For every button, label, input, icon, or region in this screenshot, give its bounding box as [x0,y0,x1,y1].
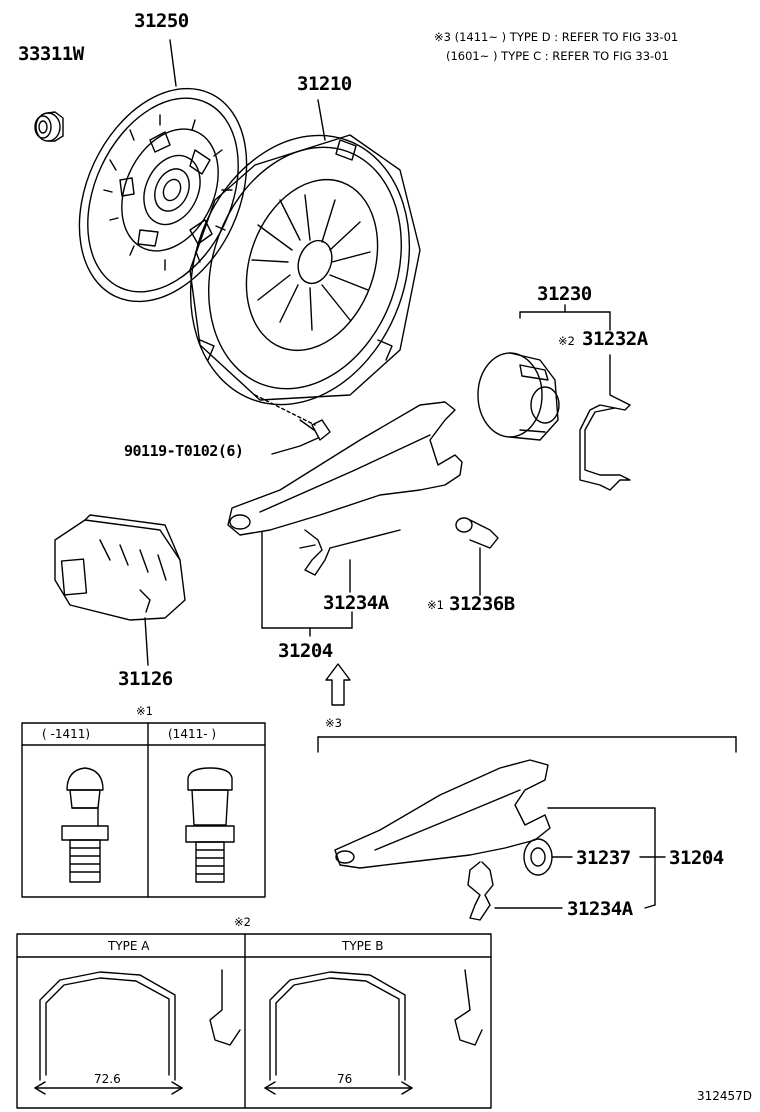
table1-col1-header: ( -1411) [42,727,91,741]
part-label-31204: 31204 [278,640,333,662]
clutch-disc-drawing [78,39,248,303]
part-label-31232a: 31232A [582,328,648,350]
part-label-31230: 31230 [537,283,592,305]
ref-mark-2: ※2 [234,915,251,929]
type-a-dimension: 72.6 [94,1072,121,1086]
type-d-note: ※3 (1411~ ) TYPE D : REFER TO FIG 33-01 [434,30,679,44]
table2-col1-header: TYPE A [108,939,150,953]
clip-type-table [16,933,492,1109]
pilot-bearing-drawing [34,111,64,142]
ref-mark-2-31232a: ※2 [558,334,575,348]
type-b-dimension: 76 [337,1072,353,1086]
ref-mark-1: ※1 [136,704,153,718]
table2-col2-header: TYPE B [342,939,384,953]
release-fork-type-d-drawing [334,759,666,906]
part-label-90119: 90119-T0102(6) [124,442,244,460]
reference-arrow [325,663,351,706]
stud-variant-table [21,722,266,898]
part-label-31234a-type-d: 31234A [567,898,633,920]
boot-drawing [54,514,186,666]
part-label-31234a: 31234A [323,592,389,614]
part-label-33311w: 33311W [18,43,84,65]
ref-mark-1-31236b: ※1 [427,598,444,612]
part-label-31210: 31210 [297,73,352,95]
pivot-stud-drawing [455,517,499,596]
fork-spring-type-d-drawing [467,861,656,921]
type-c-note: (1601~ ) TYPE C : REFER TO FIG 33-01 [446,49,669,63]
release-bearing-drawing [477,304,611,441]
ref-mark-3: ※3 [325,716,342,730]
figure-id: 312457D [697,1089,753,1103]
bolt-drawing [254,394,331,455]
bearing-clip-drawing [579,354,631,491]
pressure-plate-drawing [189,99,421,406]
part-label-31236b: 31236B [449,593,515,615]
type-d-bracket [317,736,737,753]
part-label-31237: 31237 [576,847,631,869]
table1-col2-header: (1411- ) [168,727,217,741]
part-label-31126: 31126 [118,668,173,690]
fork-spring-drawing [299,529,401,593]
part-label-31204-type-d: 31204 [669,847,724,869]
part-label-31250: 31250 [134,10,189,32]
release-fork-drawing [227,401,463,637]
